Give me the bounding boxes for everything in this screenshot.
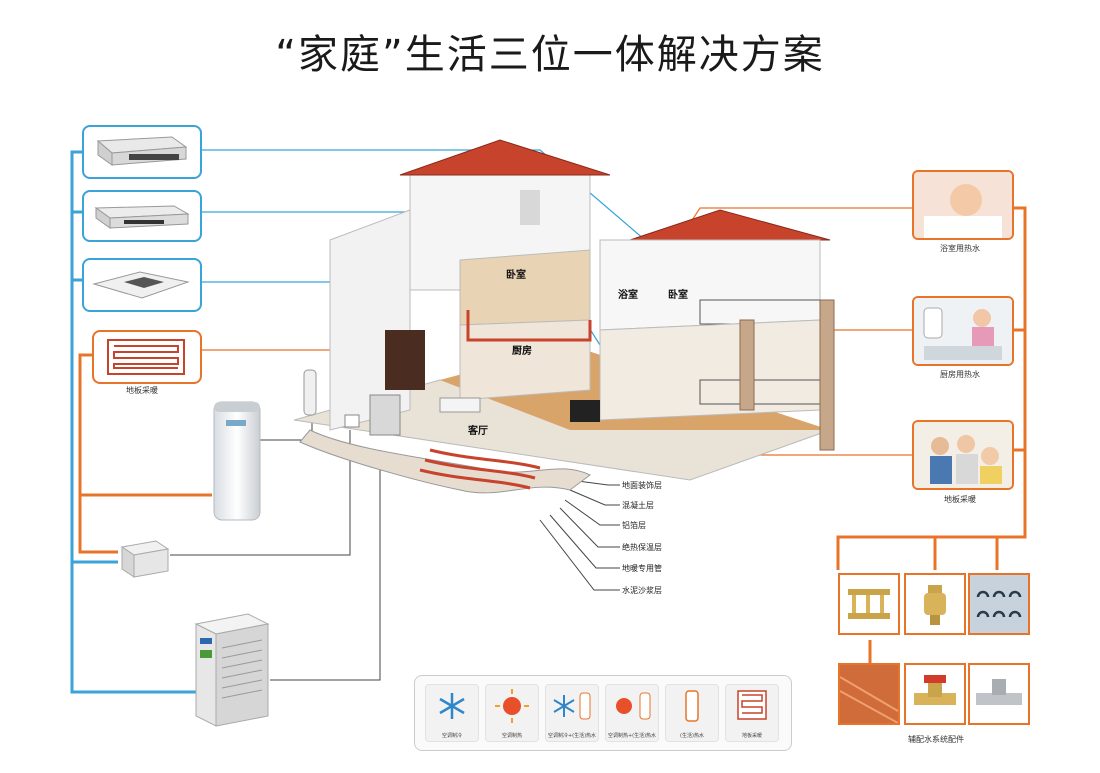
layer-label-4: 绝热保温层 — [622, 543, 662, 552]
bathroom-water-caption: 浴室用热水 — [940, 244, 980, 253]
layer-label-3: 铝箔层 — [622, 521, 646, 530]
layer-label-6: 水泥沙浆层 — [622, 586, 662, 595]
sofa — [439, 397, 481, 413]
room-label-bathroom: 浴室 — [618, 290, 638, 301]
layer-label-2: 混凝土层 — [622, 501, 654, 510]
legend-tile-cooling-hot-water: 空调制冷+(生活)热水 — [545, 684, 599, 742]
legend-tile-hot-water: (生活)热水 — [665, 684, 719, 742]
ducted-unit-box[interactable] — [82, 190, 202, 242]
snowflake-icon — [439, 693, 465, 719]
floor-coil-icon — [107, 339, 185, 375]
kitchen-sink-icon — [914, 298, 1012, 364]
floor-heating-photo[interactable] — [912, 420, 1014, 490]
kitchen-water-photo[interactable] — [912, 296, 1014, 366]
floor-heating-right-caption: 地板采暖 — [944, 495, 976, 504]
check-valve-icon — [976, 679, 1022, 705]
kitchen-water-caption: 厨房用热水 — [940, 370, 980, 379]
air-vent-valve-icon — [924, 585, 946, 625]
floor-heating-box[interactable] — [92, 330, 202, 384]
fitting-ball-valve[interactable] — [904, 663, 966, 725]
room-label-living: 客厅 — [468, 426, 488, 437]
hydro-module-icon — [120, 540, 170, 578]
tank-icon — [685, 690, 699, 722]
page-title: “家庭”生活三位一体解决方案 — [275, 32, 825, 78]
pipe-clips-icon — [970, 575, 1028, 633]
legend-tile-heating: 空调制热 — [485, 684, 539, 742]
floor-heating-caption: 地板采暖 — [126, 386, 158, 395]
ducted-unit-icon — [94, 205, 190, 229]
layer-label-5: 地暖专用管 — [622, 564, 662, 573]
water-tank-icon — [213, 401, 261, 521]
ceiling-cassette-box[interactable] — [82, 258, 202, 312]
snowflake-tank-icon — [553, 692, 591, 720]
fittings-caption: 辅配水系统配件 — [908, 735, 964, 744]
fitting-manifold[interactable] — [838, 573, 900, 635]
fitting-check-valve[interactable] — [968, 663, 1030, 725]
fitting-pipe-clips[interactable] — [968, 573, 1030, 635]
outdoor-unit-icon — [194, 613, 270, 727]
family-icon — [914, 422, 1012, 488]
cassette-fan-coil-box[interactable] — [82, 125, 202, 179]
baby-bath-icon — [914, 172, 1012, 238]
room-label-bedroom-1: 卧室 — [506, 270, 526, 281]
floor-coil-icon — [737, 690, 767, 720]
room-label-bedroom-2: 卧室 — [668, 290, 688, 301]
legend-tile-heating-hot-water: 空调制热+(生活)热水 — [605, 684, 659, 742]
wing-roof — [629, 209, 831, 241]
sun-tank-icon — [616, 692, 651, 720]
room-label-kitchen: 厨房 — [512, 346, 532, 357]
house-illustration — [293, 139, 835, 494]
ceiling-cassette-icon — [92, 271, 190, 299]
fan-coil-unit-icon — [96, 136, 188, 166]
layer-label-1: 地面装饰层 — [622, 481, 662, 490]
floor-layers — [299, 429, 591, 494]
sun-icon — [495, 689, 529, 723]
bathroom-water-photo[interactable] — [912, 170, 1014, 240]
main-roof — [399, 139, 611, 176]
mode-legend: 空调制冷 空调制热 空调制冷+(生活)热水 空调制热+(生活)热水 (生活)热水 — [414, 675, 792, 751]
legend-tile-floor-heating: 地板采暖 — [725, 684, 779, 742]
fitting-pipe[interactable] — [838, 663, 900, 725]
copper-pipe-icon — [839, 665, 899, 724]
tv — [570, 400, 600, 422]
indoor-unit — [369, 394, 401, 436]
front-door — [385, 330, 425, 390]
fitting-air-vent[interactable] — [904, 573, 966, 635]
manifold-icon — [848, 589, 890, 619]
legend-tile-cooling: 空调制冷 — [425, 684, 479, 742]
ball-valve-icon — [914, 675, 956, 705]
